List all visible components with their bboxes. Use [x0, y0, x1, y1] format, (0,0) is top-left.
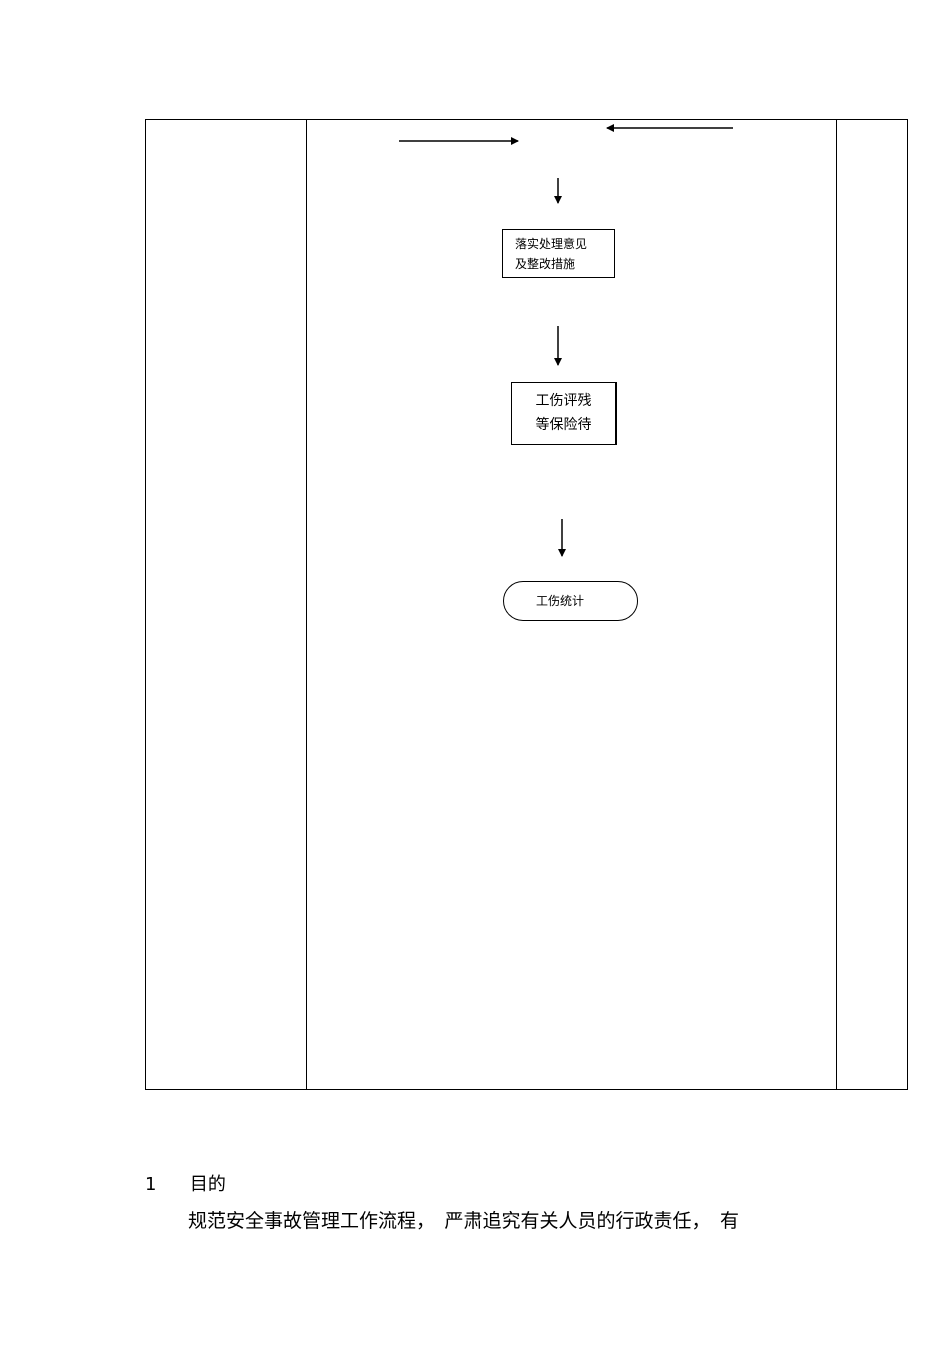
flow-step-implement-line1: 落实处理意见 [515, 237, 588, 251]
flow-step-implement-line2: 及整改措施 [515, 257, 576, 271]
table-column-divider-right [836, 119, 837, 1090]
section-number: 1 [145, 1174, 157, 1195]
flow-step-disability-assessment: 工伤评残 等保险待 [511, 382, 617, 445]
flow-end-injury-statistics: 工伤统计 [503, 581, 638, 621]
flow-table [145, 119, 908, 1090]
flow-step-disability-line1: 工伤评残 [535, 393, 592, 409]
flow-step-implement-measures: 落实处理意见 及整改措施 [502, 229, 615, 278]
section-title: 目的 [189, 1174, 226, 1195]
section-heading: 1 目的 [145, 1170, 226, 1196]
flow-step-disability-line2: 等保险待 [535, 417, 592, 433]
table-column-divider-left [306, 119, 307, 1090]
section-paragraph: 规范安全事故管理工作流程， 严肃追究有关人员的行政责任， 有 [188, 1210, 740, 1232]
